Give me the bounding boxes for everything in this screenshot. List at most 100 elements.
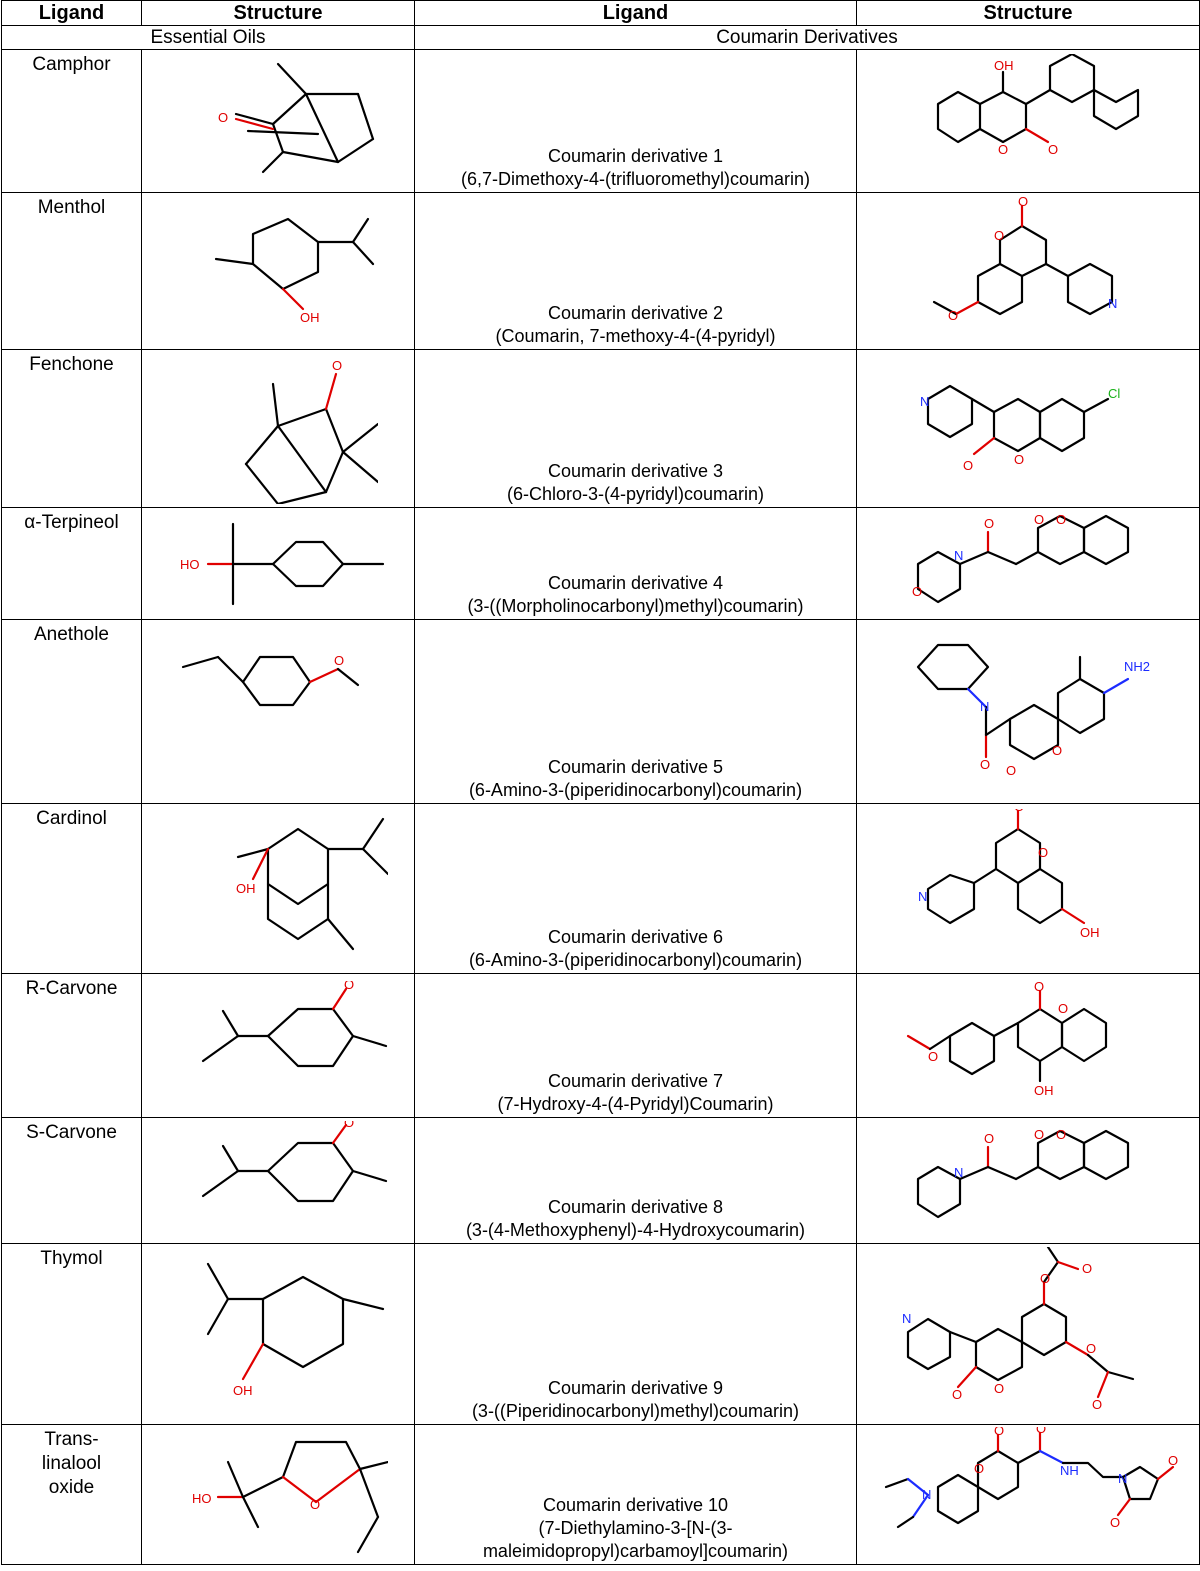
svg-text:Cl: Cl [1108, 386, 1120, 401]
svg-text:OH: OH [233, 1383, 253, 1398]
svg-text:O: O [1048, 142, 1058, 157]
svg-text:O: O [1056, 1127, 1066, 1142]
coumarin-10-structure: N O O O NH N O O [856, 1424, 1200, 1565]
ligand-name: Anethole [1, 619, 142, 804]
svg-text:O: O [1110, 1515, 1120, 1530]
derivative-detail: maleimidopropyl)carbamoyl]coumarin) [482, 1541, 789, 1561]
derivative-detail: (6-Chloro-3-(4-pyridyl)coumarin) [506, 484, 765, 504]
coumarin-8-structure: O O O N [856, 1117, 1200, 1244]
svg-text:O: O [344, 981, 354, 992]
coumarin-9-structure: N O O O O O O [856, 1243, 1200, 1425]
ligand-name: S-Carvone [1, 1117, 142, 1244]
svg-text:O: O [928, 1049, 938, 1064]
table-row: Menthol OH Coumarin derivative 2 (Coumar… [1, 192, 1200, 350]
section-coumarin-derivatives: Coumarin Derivatives [414, 25, 1200, 50]
derivative-name: Coumarin derivative 5 [547, 757, 724, 777]
svg-text:O: O [1018, 196, 1028, 209]
table-row: R-Carvone O Coumarin derivative 7 (7-Hyd… [1, 973, 1200, 1118]
svg-text:O: O [1056, 514, 1066, 527]
derivative-detail: (6-Amino-3-(piperidinocarbonyl)coumarin) [468, 780, 803, 800]
ligand-name: R-Carvone [1, 973, 142, 1118]
section-row: Essential Oils Coumarin Derivatives [1, 25, 1200, 50]
table-row: α-Terpineol HO Coumarin derivative 4 (3-… [1, 507, 1200, 620]
svg-text:O: O [1014, 452, 1024, 467]
derivative-name: Coumarin derivative 4 [547, 573, 724, 593]
svg-text:OH: OH [994, 58, 1014, 73]
derivative-cell: Coumarin derivative 1 (6,7-Dimethoxy-4-(… [414, 49, 857, 193]
svg-text:HO: HO [180, 557, 200, 572]
svg-text:O: O [952, 1387, 962, 1402]
header-structure-right: Structure [856, 0, 1200, 26]
ligand-name: α-Terpineol [1, 507, 142, 620]
svg-text:O: O [984, 1131, 994, 1146]
table-row: Cardinol OH Coumarin derivative 6 (6-Ami… [1, 803, 1200, 974]
svg-text:N: N [920, 394, 929, 409]
section-essential-oils: Essential Oils [1, 25, 415, 50]
menthol-structure: OH [141, 192, 415, 350]
coumarin-2-structure: O O O N [856, 192, 1200, 350]
svg-text:O: O [1006, 763, 1016, 778]
table-row: Trans- linalool oxide HO O Coumarin deri… [1, 1424, 1200, 1565]
svg-text:O: O [998, 142, 1008, 157]
svg-text:O: O [994, 1381, 1004, 1396]
cardinol-structure: OH [141, 803, 415, 974]
coumarin-4-structure: O O O N O [856, 507, 1200, 620]
table-row: Thymol OH Coumarin derivative 9 (3-((Pip… [1, 1243, 1200, 1425]
derivative-name: Coumarin derivative 10 [542, 1495, 729, 1515]
r-carvone-structure: O [141, 973, 415, 1118]
coumarin-7-structure: O O O OH [856, 973, 1200, 1118]
derivative-detail: (7-Hydroxy-4-(4-Pyridyl)Coumarin) [497, 1094, 774, 1114]
svg-text:N: N [922, 1487, 931, 1502]
coumarin-1-structure: OH O O [856, 49, 1200, 193]
table-row: Anethole O Coumarin derivative 5 (6-Amin… [1, 619, 1200, 804]
svg-text:O: O [994, 228, 1004, 243]
derivative-name: Coumarin derivative 2 [547, 303, 724, 323]
svg-text:N: N [918, 889, 927, 904]
svg-text:O: O [1036, 1427, 1046, 1436]
svg-text:O: O [1058, 1001, 1068, 1016]
header-ligand-left: Ligand [1, 0, 142, 26]
ligand-name: Trans- linalool oxide [1, 1424, 142, 1565]
derivative-name: Coumarin derivative 9 [547, 1378, 724, 1398]
svg-text:O: O [1092, 1397, 1102, 1412]
svg-text:O: O [344, 1121, 354, 1130]
svg-text:OH: OH [236, 881, 256, 896]
ligand-name: Cardinol [1, 803, 142, 974]
svg-text:O: O [1038, 845, 1048, 860]
ligand-name: Menthol [1, 192, 142, 350]
table-row: S-Carvone O Coumarin derivative 8 (3-(4-… [1, 1117, 1200, 1244]
linalool-oxide-structure: HO O [141, 1424, 415, 1565]
derivative-cell: Coumarin derivative 8 (3-(4-Methoxypheny… [414, 1117, 857, 1244]
svg-text:O: O [218, 110, 228, 125]
s-carvone-structure: O [141, 1117, 415, 1244]
svg-text:N: N [954, 1165, 963, 1180]
derivative-name: Coumarin derivative 1 [547, 146, 724, 166]
derivative-name: Coumarin derivative 6 [547, 927, 724, 947]
derivative-detail: (3-((Piperidinocarbonyl)methyl)coumarin) [471, 1401, 800, 1421]
svg-text:O: O [994, 1427, 1004, 1438]
ligand-name: Camphor [1, 49, 142, 193]
svg-text:OH: OH [1080, 925, 1100, 940]
svg-text:O: O [912, 584, 922, 599]
derivative-name: Coumarin derivative 7 [547, 1071, 724, 1091]
svg-text:N: N [954, 548, 963, 563]
svg-text:O: O [980, 757, 990, 772]
coumarin-6-structure: O O N OH [856, 803, 1200, 974]
derivative-cell: Coumarin derivative 9 (3-((Piperidinocar… [414, 1243, 857, 1425]
camphor-structure: O [141, 49, 415, 193]
derivative-detail: (6,7-Dimethoxy-4-(trifluoromethyl)coumar… [460, 169, 811, 189]
header-structure-left: Structure [141, 0, 415, 26]
derivative-cell: Coumarin derivative 5 (6-Amino-3-(piperi… [414, 619, 857, 804]
derivative-cell: Coumarin derivative 10 (7-Diethylamino-3… [414, 1424, 857, 1565]
svg-text:O: O [1034, 1127, 1044, 1142]
svg-text:O: O [1086, 1341, 1096, 1356]
svg-text:O: O [1034, 981, 1044, 994]
derivative-detail: (3-(4-Methoxyphenyl)-4-Hydroxycoumarin) [465, 1220, 806, 1240]
svg-text:O: O [974, 1461, 984, 1476]
derivative-name: Coumarin derivative 3 [547, 461, 724, 481]
svg-text:O: O [332, 358, 342, 373]
svg-text:NH: NH [1060, 1463, 1079, 1478]
thymol-structure: OH [141, 1243, 415, 1425]
svg-text:O: O [1040, 1271, 1050, 1286]
